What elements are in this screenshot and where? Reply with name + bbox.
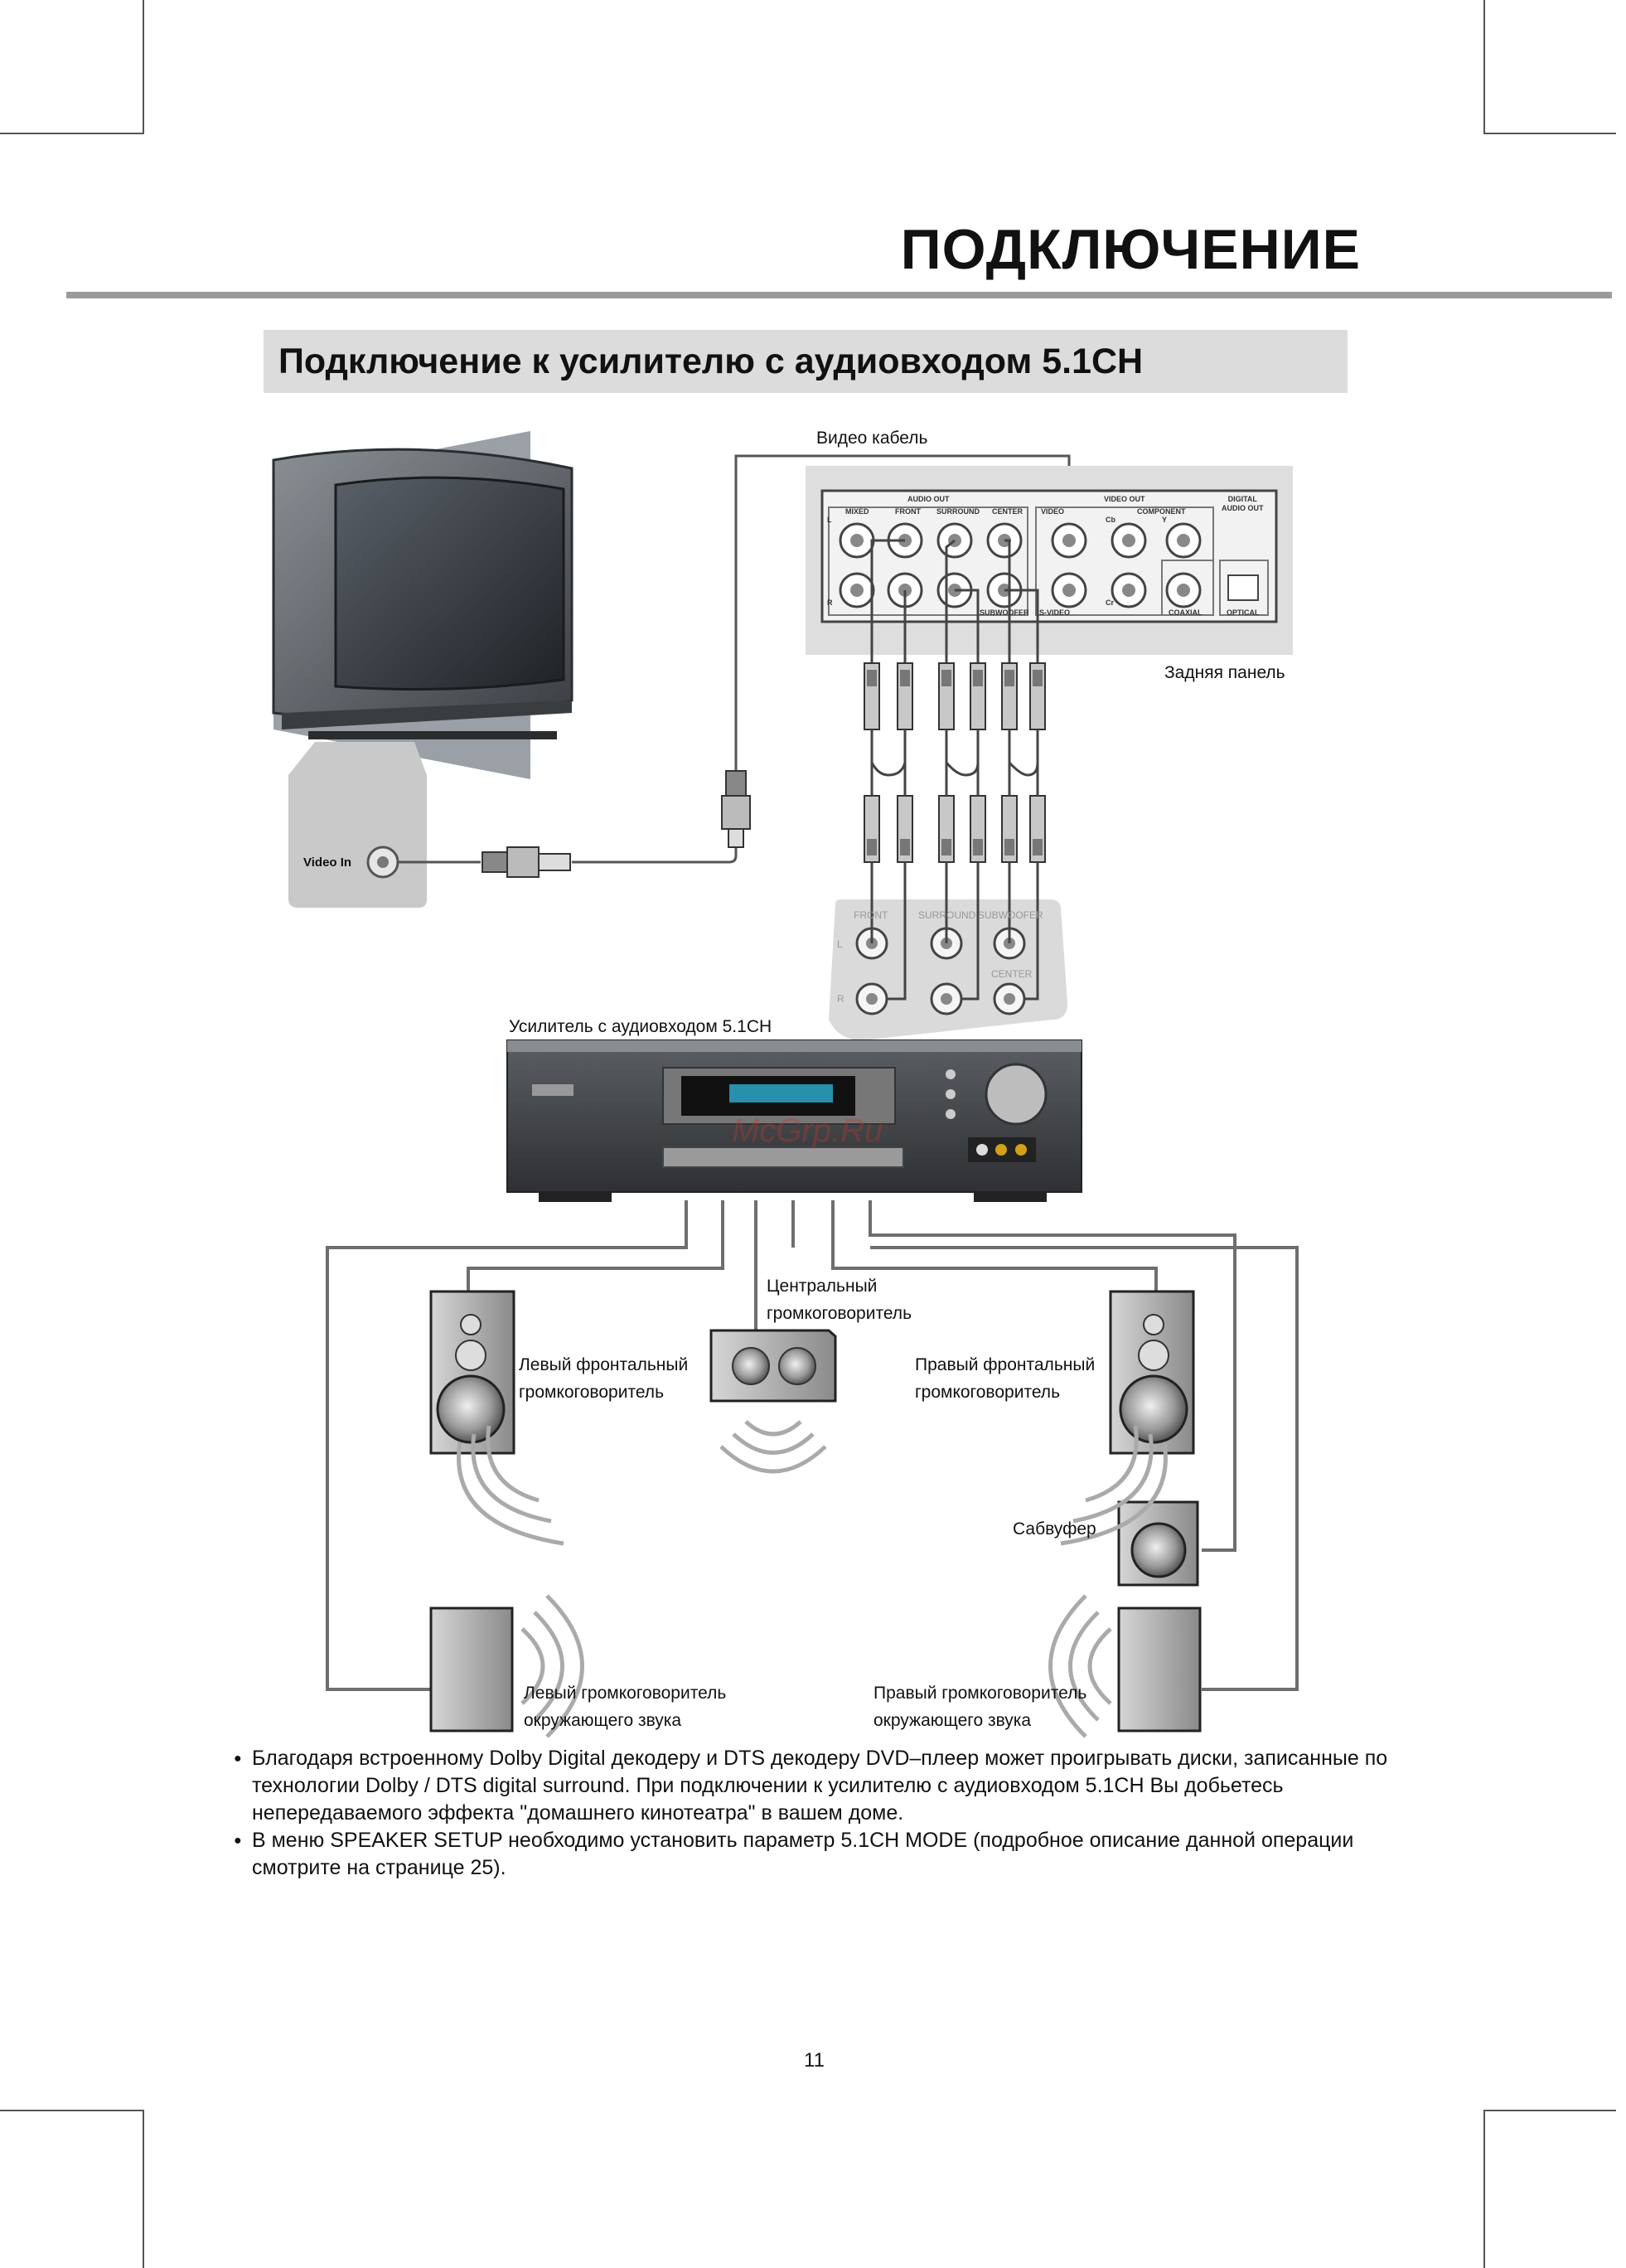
right-surround-speaker-label: Правый громкоговоритель окружающего звук… (873, 1684, 1087, 1730)
crop-mark (0, 2110, 144, 2111)
center-speaker-label: Центральный громкоговоритель (767, 1277, 912, 1323)
note-item: Благодаря встроенному Dolby Digital деко… (234, 1745, 1411, 1827)
page-title: ПОДКЛЮЧЕНИЕ (900, 218, 1361, 281)
note-item: В меню SPEAKER SETUP необходимо установи… (234, 1827, 1411, 1882)
tv-set (272, 431, 573, 779)
crop-mark (143, 2110, 144, 2268)
rca-plug-band (941, 839, 951, 855)
optical-port (1227, 574, 1259, 601)
rear-panel-label: Задняя панель (1164, 663, 1285, 682)
panel-label-component: COMPONENT (1137, 507, 1186, 516)
left-front-speaker-label: Левый фронтальный громкоговоритель (519, 1355, 689, 1402)
panel-label-l: L (827, 516, 832, 524)
crop-mark (1483, 0, 1485, 133)
rca-plug-band (1033, 670, 1043, 686)
amp-label-subwoofer: SUBWOOFER (978, 909, 1043, 921)
rca-plug-band (973, 670, 983, 686)
left-surround-speaker-label: Левый громкоговоритель окружающего звука (524, 1684, 727, 1730)
amp-label-surround: SURROUND (918, 909, 976, 921)
rca-plug-band (1004, 670, 1014, 686)
watermark: McGrp.Ru (732, 1112, 883, 1149)
crop-mark (1483, 2110, 1616, 2111)
amplifier-label: Усилитель с аудиовходом 5.1CH (509, 1017, 772, 1036)
panel-label-video-out: VIDEO OUT (1104, 495, 1145, 503)
panel-label-surround: SURROUND (936, 507, 980, 516)
panel-label-svideo: S-VIDEO (1039, 608, 1071, 617)
panel-label-digital-audio-out: DIGITAL AUDIO OUT (1222, 495, 1264, 512)
panel-label-mixed: MIXED (845, 507, 869, 516)
panel-label-subwoofer: SUBWOOFER (980, 608, 1029, 617)
subwoofer-speaker (1117, 1500, 1199, 1587)
notes-list: Благодаря встроенному Dolby Digital деко… (234, 1745, 1411, 1882)
left-surround-speaker (429, 1606, 514, 1732)
panel-label-cb: Cb (1106, 516, 1115, 524)
amp-label-l: L (837, 938, 843, 950)
dvd-rear-panel (806, 466, 1293, 655)
section-header: Подключение к усилителю с аудиовходом 5.… (264, 330, 1348, 393)
section-title: Подключение к усилителю с аудиовходом 5.… (278, 342, 1144, 381)
panel-label-cr: Cr (1106, 598, 1115, 607)
page-number: 11 (804, 2049, 825, 2072)
rca-plug-band (900, 839, 910, 855)
crop-mark (143, 0, 144, 133)
amplifier (506, 1040, 1082, 1202)
right-front-speaker (1109, 1290, 1195, 1455)
rca-plug-band (1033, 839, 1043, 855)
subwoofer-label: Сабвуфер (1013, 1519, 1096, 1539)
right-surround-speaker (1117, 1606, 1202, 1732)
center-speaker (709, 1329, 837, 1403)
rca-plug-band (867, 839, 877, 855)
crop-mark (1483, 2110, 1485, 2268)
amp-label-front: FRONT (854, 909, 888, 921)
title-divider (66, 292, 1612, 298)
panel-label-y: Y (1162, 516, 1168, 524)
audio-cables (870, 539, 1039, 663)
panel-label-optical: OPTICAL (1227, 608, 1260, 617)
panel-label-r: R (827, 598, 833, 607)
right-front-speaker-label: Правый фронтальный громкоговоритель (915, 1355, 1096, 1402)
crop-mark (0, 133, 144, 134)
panel-label-coaxial: COAXIAL (1169, 608, 1203, 617)
left-front-speaker (429, 1290, 515, 1455)
panel-label-front: FRONT (895, 507, 921, 516)
panel-label-video: VIDEO (1041, 507, 1065, 516)
panel-label-audio-out: AUDIO OUT (907, 495, 950, 503)
speaker-wires (326, 1200, 1299, 1691)
panel-label-center: CENTER (992, 507, 1024, 516)
video-in-callout (288, 742, 427, 908)
cable-splits (870, 729, 1039, 796)
video-cable-label: Видео кабель (816, 429, 928, 448)
rca-plug-band (900, 670, 910, 686)
rca-plug-band (941, 670, 951, 686)
amp-label-center: CENTER (991, 968, 1033, 980)
rca-plug-band (973, 839, 983, 855)
rca-plug-band (867, 670, 877, 686)
sound-waves (457, 1420, 1168, 1738)
video-plug-horizontal (482, 846, 571, 878)
rca-plug-band (1004, 839, 1014, 855)
amp-label-r: R (837, 993, 844, 1005)
rca-plugs (864, 662, 1046, 863)
video-in-label: Video In (303, 855, 352, 870)
video-plug-vertical (721, 770, 751, 848)
crop-mark (1483, 133, 1616, 134)
